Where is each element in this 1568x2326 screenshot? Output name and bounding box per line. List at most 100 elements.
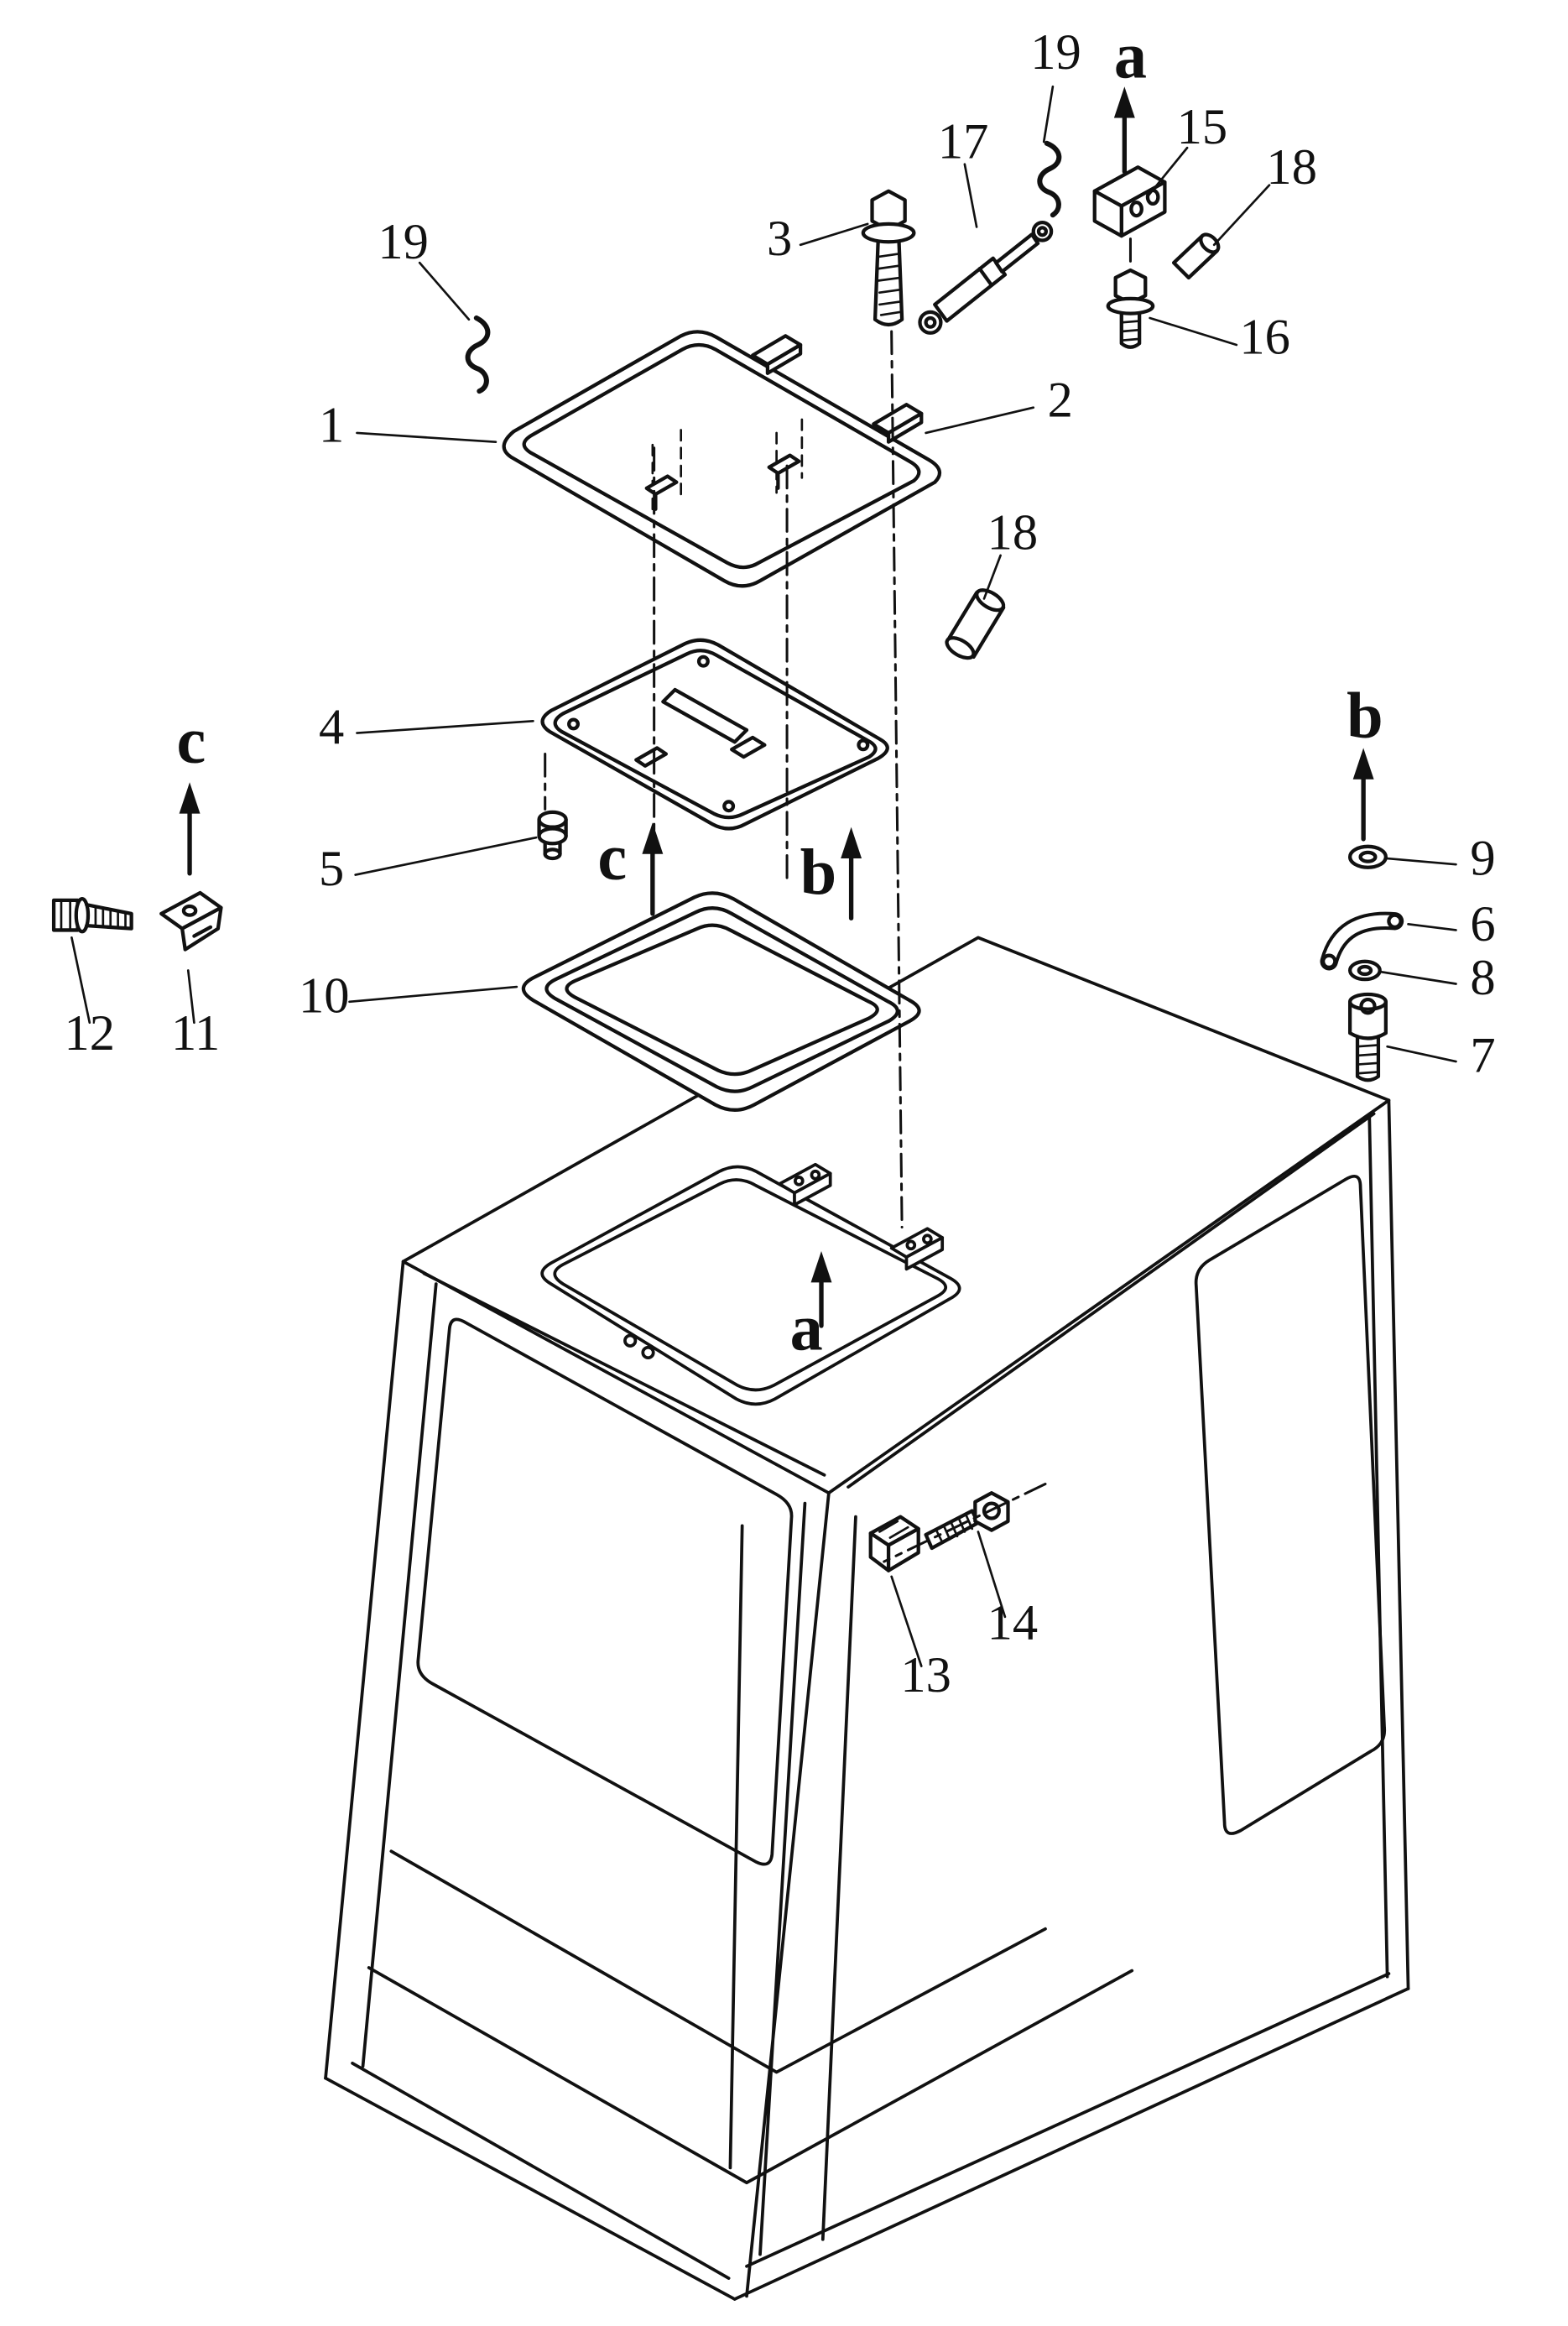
panel4-latch-hole — [634, 746, 669, 768]
roof-screw-2 — [641, 1345, 655, 1360]
lid-latch-2 — [767, 453, 801, 476]
callout-11: 11 — [171, 1005, 220, 1061]
cab-windshield-opening — [416, 1317, 794, 1866]
part-3-bolt — [861, 189, 916, 327]
cab-side-window-opening — [1194, 1174, 1387, 1835]
callout-2: 2 — [1048, 372, 1073, 428]
stay-collar — [977, 267, 994, 287]
bolt14-hex-head — [973, 1491, 1010, 1532]
panel4-screw — [567, 717, 580, 731]
part-16-bolt — [1106, 268, 1155, 349]
view-letter-a-roof: a — [790, 1291, 823, 1364]
panel4-vent-slot — [661, 687, 749, 744]
roof-hinge-bracket-1 — [778, 1162, 832, 1207]
cab-door-edge — [820, 1515, 857, 2241]
lid-latch-1 — [644, 474, 679, 497]
cab-bottom-right — [732, 1972, 1410, 2301]
bolt7-threads — [1356, 1044, 1380, 1075]
arrowhead-c-left — [179, 782, 201, 814]
stay-rod-end — [994, 232, 1040, 274]
bracket-hole — [1129, 200, 1143, 218]
lid-outer — [502, 330, 942, 588]
part-7-bolt — [1347, 992, 1388, 1082]
bolt12-shaft — [85, 903, 133, 931]
view-letter-c-left: c — [176, 704, 206, 777]
part-5-grommet — [537, 810, 568, 861]
panel4-screw — [696, 655, 710, 668]
view-letter-a-top: a — [1114, 19, 1147, 92]
part-18-pin-top — [1171, 232, 1221, 280]
callout-14: 14 — [987, 1595, 1039, 1651]
arrowhead-b-right — [1352, 748, 1374, 780]
callout-4: 4 — [319, 699, 344, 755]
bolt3-threads — [877, 253, 902, 316]
callout-leader-lines — [70, 85, 1457, 1667]
roof-hatch-opening-inner — [553, 1178, 948, 1392]
part-17-stay-rod — [918, 220, 1054, 335]
bolt16-threads — [1120, 320, 1141, 342]
cab-front-right-pillar — [745, 1491, 831, 2298]
callout-19-left: 19 — [378, 214, 429, 270]
view-letter-c-mid: c — [597, 821, 627, 894]
roof-hatch-opening-outer — [540, 1165, 961, 1406]
callout-19-top: 19 — [1030, 24, 1081, 81]
cab-front-bottom — [324, 2061, 737, 2301]
bolt12-head — [51, 898, 80, 932]
callout-12: 12 — [65, 1005, 116, 1061]
part-11-clip — [159, 890, 223, 952]
callout-18-top: 18 — [1266, 139, 1317, 196]
roof-hinge-bracket-2 — [889, 1227, 945, 1271]
part-2-hinge-tabs — [750, 334, 924, 444]
part-6-handle-bracket — [1320, 911, 1404, 971]
cab-interior-lines — [367, 1524, 1134, 2185]
panel4-screw — [722, 800, 736, 813]
bolt7-head-top — [1347, 992, 1388, 1011]
bolt16-flange — [1106, 296, 1155, 316]
bolt14-head-circle — [982, 1501, 1001, 1520]
callout-17: 17 — [938, 114, 989, 170]
bolt12-threads — [94, 906, 127, 930]
assembly-center-lines — [544, 237, 1132, 1563]
cab-left-pillar — [324, 1259, 438, 2080]
arrowhead-a-roof — [810, 1250, 832, 1283]
callout-16: 16 — [1239, 310, 1290, 366]
part-18-pin-mid — [945, 588, 1006, 660]
callout-18-mid: 18 — [987, 505, 1039, 561]
bolt3-flange — [861, 222, 916, 244]
callout-15: 15 — [1177, 99, 1228, 155]
cab-rear-edge — [1367, 1098, 1410, 1990]
bolt7-head-sides — [1347, 999, 1388, 1040]
callout-labels: 19 a 17 15 18 3 19 16 1 2 18 4 b c 5 9 6… — [65, 19, 1496, 1703]
callout-8: 8 — [1470, 950, 1495, 1006]
stay-eye-upper — [1031, 220, 1054, 243]
part-4-inner-panel — [540, 638, 889, 831]
bolt12-flange — [74, 896, 91, 934]
lid-inner — [522, 342, 921, 570]
panel4-outer — [540, 638, 889, 831]
part-15-bracket — [1092, 165, 1167, 238]
seal-inner — [565, 923, 879, 1077]
arrowhead-a-top — [1113, 86, 1135, 118]
panel4-center-hole — [730, 735, 767, 759]
view-letter-b-right: b — [1347, 679, 1383, 752]
part-12-bolt — [51, 896, 133, 934]
view-letter-b-mid: b — [800, 836, 837, 909]
seal-mid — [544, 906, 899, 1093]
bolt7-socket — [1359, 998, 1377, 1015]
part-19-clip-top — [1037, 140, 1062, 218]
panel4-screw — [857, 738, 870, 752]
part-10-seal-frame — [521, 891, 921, 1112]
callout-3: 3 — [767, 211, 792, 267]
panel4-inner — [553, 649, 878, 820]
view-direction-arrows — [179, 86, 1374, 1328]
cab-body — [324, 936, 1410, 2301]
roof-screw-1 — [623, 1333, 638, 1348]
cab-roof-inner-edges — [422, 1112, 1376, 1489]
part-1-hatch-lid — [502, 330, 942, 588]
arrowhead-b-mid — [841, 827, 862, 859]
part-13-plug — [868, 1515, 920, 1572]
stay-body — [933, 256, 1008, 323]
clip11-slot — [192, 925, 213, 938]
